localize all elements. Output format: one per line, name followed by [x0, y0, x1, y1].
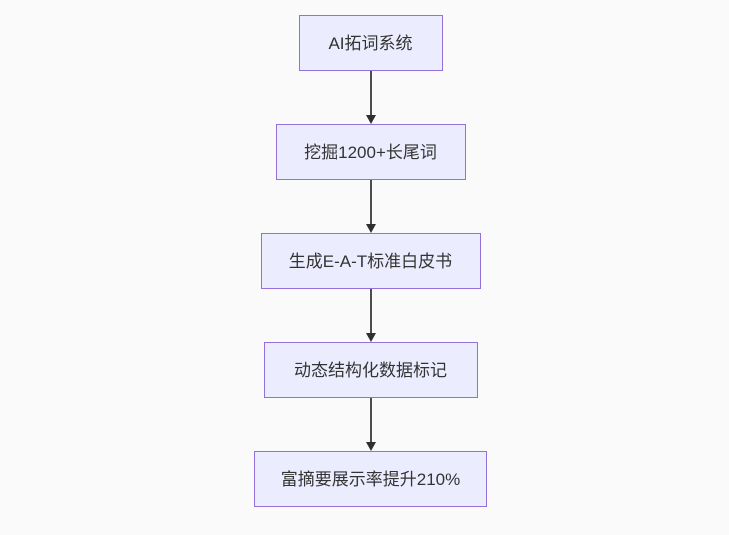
- arrow-line: [369, 180, 372, 225]
- flow-arrow: [365, 398, 376, 451]
- arrowhead-down-icon: [365, 224, 376, 233]
- arrowhead-down-icon: [365, 333, 376, 342]
- flowchart-node-eat-whitepaper: 生成E-A-T标准白皮书: [260, 233, 481, 289]
- flowchart-node-rich-snippet-rate: 富摘要展示率提升210%: [254, 451, 487, 507]
- flowchart-node-longtail-keywords: 挖掘1200+长尾词: [275, 124, 466, 180]
- arrowhead-down-icon: [365, 442, 376, 451]
- flowchart-node-structured-data-markup: 动态结构化数据标记: [263, 342, 478, 398]
- arrowhead-down-icon: [365, 115, 376, 124]
- arrow-line: [369, 71, 372, 116]
- arrow-line: [369, 398, 372, 443]
- arrow-line: [369, 289, 372, 334]
- flowchart-node-ai-word-expansion-system: AI拓词系统: [298, 15, 443, 71]
- flow-arrow: [365, 289, 376, 342]
- flow-arrow: [365, 71, 376, 124]
- flow-arrow: [365, 180, 376, 233]
